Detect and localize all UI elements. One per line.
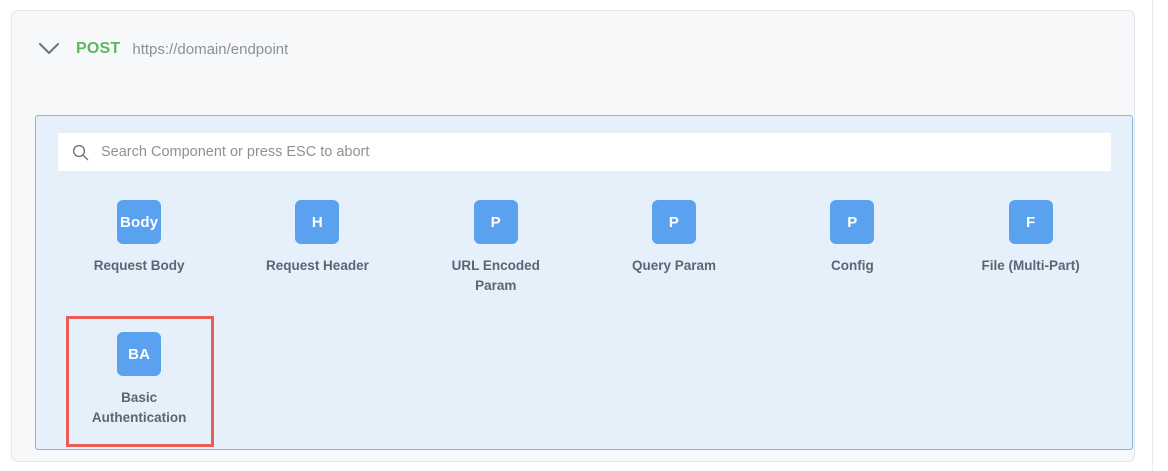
component-tile-label: File (Multi-Part) xyxy=(981,258,1080,273)
chevron-down-icon[interactable] xyxy=(36,36,62,62)
component-picker-panel: Body Request Body H Request Header P URL… xyxy=(35,115,1133,450)
component-tile-request-body[interactable]: Body Request Body xyxy=(50,188,228,306)
component-tile-label: Basic Authentication xyxy=(91,390,187,425)
request-header-icon: H xyxy=(295,200,340,244)
component-tile-query-param[interactable]: P Query Param xyxy=(585,188,763,306)
url-encoded-param-icon: P xyxy=(473,200,518,244)
search-input[interactable] xyxy=(101,144,1089,160)
search-icon xyxy=(72,144,89,161)
component-grid-row-2: BA Basic Authentication xyxy=(50,320,1120,438)
request-card: POST https://domain/endpoint Body Reques… xyxy=(11,10,1135,462)
component-tile-label: Request Body xyxy=(93,258,185,273)
request-body-icon: Body xyxy=(117,200,162,244)
component-tile-basic-authentication[interactable]: BA Basic Authentication xyxy=(50,320,228,438)
component-tile-request-header[interactable]: H Request Header xyxy=(228,188,406,306)
search-bar[interactable] xyxy=(58,133,1111,171)
http-method-label: POST xyxy=(76,40,121,57)
component-tile-url-encoded-param[interactable]: P URL Encoded Param xyxy=(407,188,585,306)
endpoint-url-text: https://domain/endpoint xyxy=(132,40,289,58)
component-tile-label: Query Param xyxy=(632,258,717,273)
basic-authentication-icon: BA xyxy=(117,332,162,376)
component-tile-file-multi-part[interactable]: F File (Multi-Part) xyxy=(941,188,1119,306)
component-tile-label: URL Encoded Param xyxy=(451,258,540,293)
component-grid: Body Request Body H Request Header P URL… xyxy=(50,188,1120,438)
file-multi-part-icon: F xyxy=(1008,200,1053,244)
page-edge-divider xyxy=(1152,0,1153,471)
component-tile-label: Config xyxy=(830,258,874,273)
component-tile-config[interactable]: P Config xyxy=(763,188,941,306)
query-param-icon: P xyxy=(652,200,697,244)
request-header-row: POST https://domain/endpoint xyxy=(12,11,1134,87)
component-tile-label: Request Header xyxy=(266,258,369,273)
config-icon: P xyxy=(830,200,875,244)
